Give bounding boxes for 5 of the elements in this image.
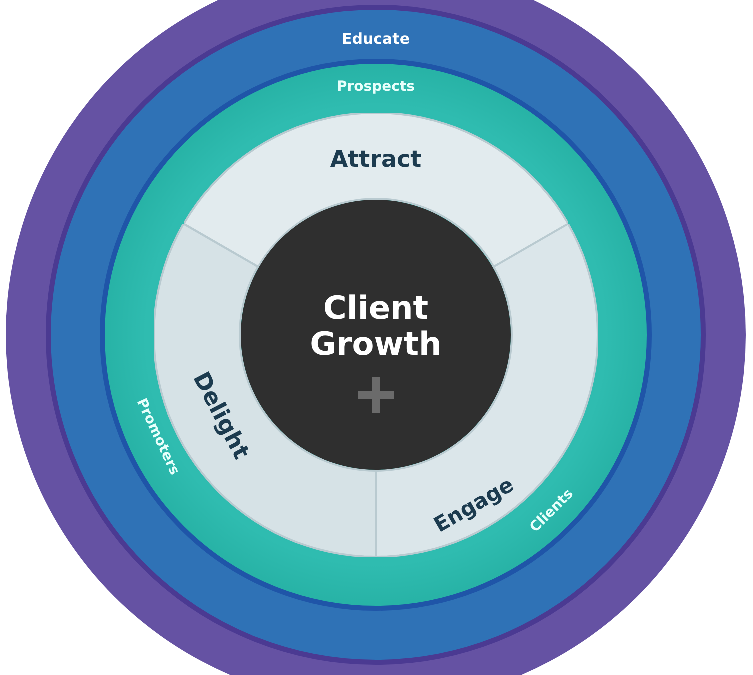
ring-label: Attract <box>330 147 422 173</box>
center-title: Client Growth <box>309 290 443 362</box>
segment <box>184 113 568 267</box>
ring-label: Educate <box>342 30 410 48</box>
ring-label: Prospects <box>337 79 415 95</box>
